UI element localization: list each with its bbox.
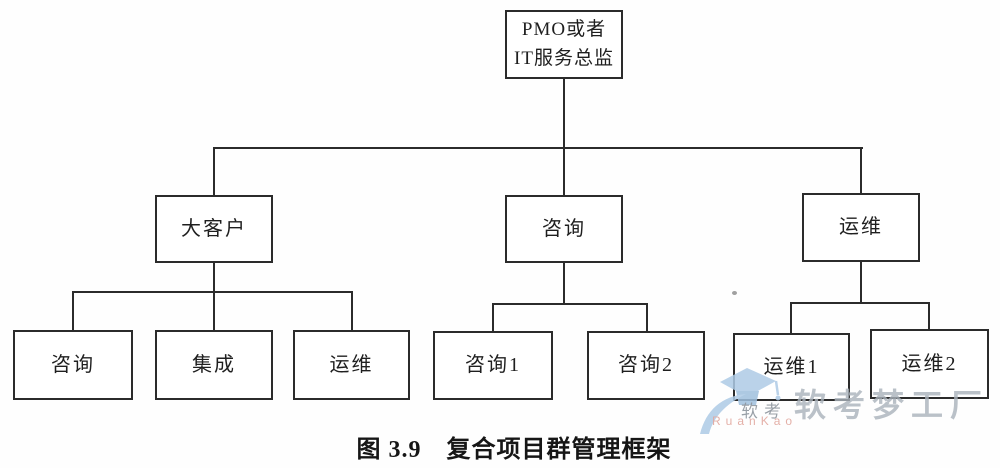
node-label: 咨询	[542, 217, 586, 240]
node-consulting-2: 咨询2	[587, 331, 705, 400]
node-label: 集成	[192, 353, 236, 376]
node-consulting: 咨询	[505, 195, 623, 263]
connector-to-operations2	[928, 302, 930, 330]
node-pmo-or-it-service-director: PMO或者 IT服务总监	[505, 10, 623, 79]
connector-operations-down	[860, 261, 862, 304]
connector-major-accounts-down	[213, 262, 215, 331]
node-label: 咨询	[51, 353, 95, 376]
node-label: 运维1	[763, 355, 820, 378]
node-label: 咨询2	[618, 354, 674, 376]
connector-to-consulting1	[492, 303, 494, 332]
connector-to-consulting	[563, 147, 565, 196]
node-label: 大客户	[181, 217, 247, 240]
node-label: 运维	[329, 353, 374, 376]
node-consulting-1: 咨询1	[433, 331, 553, 400]
node-operations: 运维	[802, 193, 920, 262]
node-label: 运维	[839, 216, 883, 238]
node-consulting-leaf: 咨询	[13, 330, 133, 400]
node-operations-leaf: 运维	[293, 330, 410, 400]
connector-right-rail	[790, 302, 930, 304]
connector-to-consulting2	[646, 303, 648, 332]
connector-root-down	[563, 79, 565, 149]
connector-to-operations-leaf	[351, 291, 353, 331]
connector-to-consulting-leaf	[72, 291, 74, 331]
connector-to-operations	[860, 147, 862, 194]
scan-artifact-dot	[732, 291, 737, 295]
node-label: 运维2	[901, 352, 958, 375]
node-label: IT服务总监	[514, 47, 614, 69]
figure-caption: 图 3.9 复合项目群管理框架	[356, 437, 672, 463]
node-label: 咨询1	[465, 354, 521, 376]
node-major-accounts: 大客户	[155, 195, 273, 263]
connector-to-major-accounts	[213, 147, 215, 196]
watermark-brand-en: RuanKao	[712, 414, 798, 428]
connector-consulting-down	[563, 262, 565, 305]
node-label: PMO或者	[521, 19, 607, 40]
node-integration-leaf: 集成	[155, 330, 273, 400]
connector-left-rail	[72, 291, 353, 293]
node-operations-2: 运维2	[870, 329, 989, 399]
connector-level2-rail	[213, 147, 863, 149]
connector-to-operations1	[790, 302, 792, 334]
node-operations-1: 运维1	[733, 333, 850, 401]
connector-mid-rail	[492, 303, 648, 305]
